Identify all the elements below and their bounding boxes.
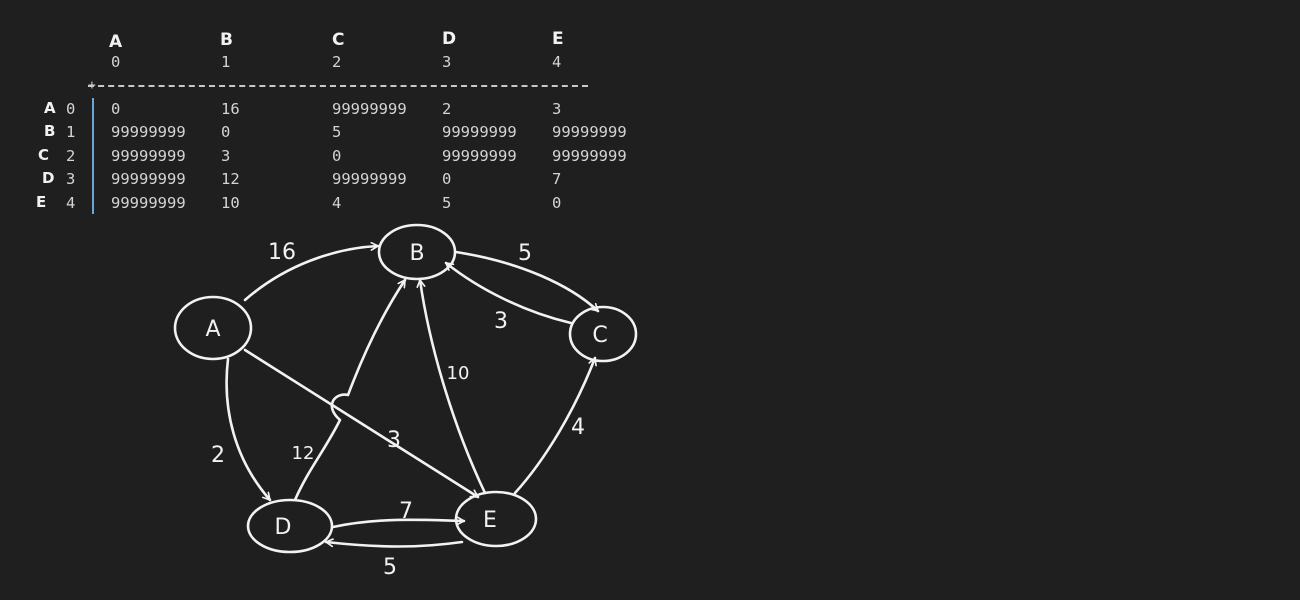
edge-a-b — [243, 246, 380, 302]
node-label-a: A — [205, 317, 220, 342]
matrix-cell: 99999999 — [111, 194, 186, 212]
matrix-cell: 99999999 — [332, 100, 407, 118]
header-divider — [88, 85, 588, 87]
edge-b-c — [454, 250, 600, 313]
row-index-2: 2 — [66, 147, 76, 165]
edge-e-d — [324, 542, 464, 548]
edge-c-b — [444, 261, 573, 325]
edge-weight-b-c: 5 — [518, 241, 532, 266]
matrix-cell: 0 — [552, 194, 562, 212]
matrix-cell: 99999999 — [111, 123, 186, 141]
row-letter-a: A — [44, 99, 56, 117]
col-index-1: 1 — [221, 53, 231, 71]
edge-weight-e-b: 10 — [447, 363, 470, 384]
row-index-3: 3 — [66, 170, 76, 188]
matrix-cell: 0 — [221, 123, 231, 141]
row-separator-bar — [92, 98, 94, 214]
matrix-cell: 12 — [221, 170, 240, 188]
edge-weight-e-d: 5 — [383, 555, 397, 580]
row-index-0: 0 — [66, 100, 76, 118]
edge-weight-a-e: 3 — [387, 428, 401, 453]
node-label-e: E — [483, 508, 497, 533]
edge-weight-d-e: 7 — [399, 499, 413, 524]
node-label-b: B — [409, 241, 424, 266]
col-letter-a: A — [109, 32, 123, 52]
matrix-cell: 99999999 — [111, 170, 186, 188]
matrix-cell: 3 — [221, 147, 231, 165]
edge-e-c — [513, 356, 595, 495]
node-label-d: D — [275, 515, 292, 540]
matrix-cell: 99999999 — [111, 147, 186, 165]
matrix-cell: 2 — [442, 100, 452, 118]
graph-node-c: C — [568, 305, 638, 363]
edge-e-b — [420, 278, 487, 495]
adjacency-matrix: A B C D E 0 1 2 3 4 + A 0 0 16 99999999 … — [0, 0, 700, 220]
matrix-cell: 7 — [552, 170, 562, 188]
matrix-cell: 5 — [442, 194, 452, 212]
row-letter-b: B — [44, 122, 56, 140]
edge-a-e — [243, 348, 480, 499]
matrix-cell: 99999999 — [552, 123, 627, 141]
matrix-cell: 0 — [332, 147, 342, 165]
graph-node-b: B — [377, 223, 457, 281]
row-letter-c: C — [38, 146, 50, 164]
matrix-cell: 99999999 — [332, 170, 407, 188]
col-index-2: 2 — [332, 53, 342, 71]
edge-weight-d-b: 12 — [292, 443, 315, 464]
edge-a-d — [225, 357, 272, 502]
col-letter-e: E — [552, 29, 564, 49]
col-index-4: 4 — [552, 53, 562, 71]
row-letter-d: D — [42, 169, 55, 187]
graph-node-a: A — [173, 295, 253, 361]
matrix-cell: 99999999 — [442, 123, 517, 141]
matrix-cell: 5 — [332, 123, 342, 141]
matrix-cell: 99999999 — [442, 147, 517, 165]
edge-d-b — [293, 278, 407, 502]
col-index-0: 0 — [111, 53, 121, 71]
node-label-c: C — [592, 323, 607, 348]
col-letter-d: D — [442, 29, 457, 49]
edge-weight-c-b: 3 — [494, 309, 508, 334]
matrix-cell: 10 — [221, 194, 240, 212]
matrix-cell: 0 — [442, 170, 452, 188]
edge-weight-a-d: 2 — [211, 443, 225, 468]
graph-node-d: D — [246, 498, 334, 554]
row-letter-e: E — [36, 193, 47, 211]
row-index-4: 4 — [66, 194, 76, 212]
matrix-cell: 4 — [332, 194, 342, 212]
row-index-1: 1 — [66, 123, 76, 141]
edge-weight-e-c: 4 — [571, 415, 585, 440]
graph-node-e: E — [454, 490, 538, 548]
edge-weight-a-b: 16 — [268, 240, 296, 265]
matrix-cell: 0 — [111, 100, 121, 118]
matrix-cell: 99999999 — [552, 147, 627, 165]
matrix-cell: 3 — [552, 100, 562, 118]
col-letter-b: B — [220, 30, 233, 50]
col-index-3: 3 — [442, 53, 452, 71]
col-letter-c: C — [332, 30, 345, 50]
matrix-cell: 16 — [221, 100, 240, 118]
edge-d-e — [331, 520, 466, 529]
